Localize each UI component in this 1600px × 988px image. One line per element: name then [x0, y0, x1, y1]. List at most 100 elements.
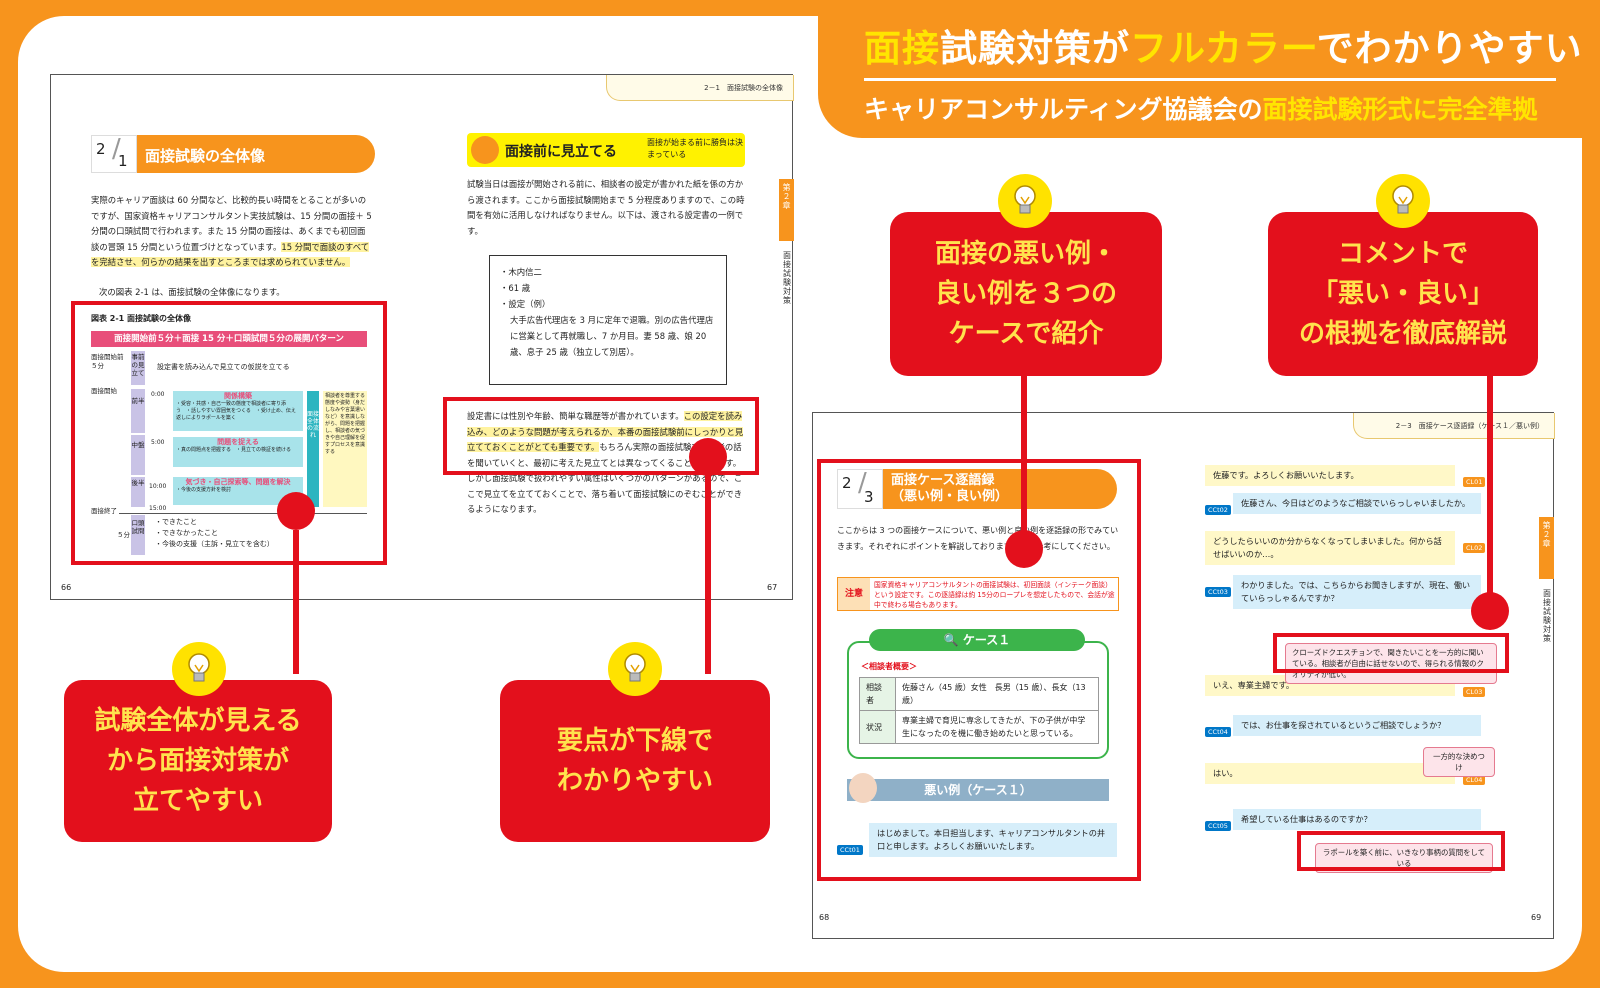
comment1-highlight-frame — [1273, 633, 1509, 673]
chat-message-text: 佐藤です。よろしくお願いいたします。 — [1213, 470, 1359, 480]
callout-tr-line2: 「悪い・良い」 — [1311, 279, 1494, 309]
fig-side-note: 相談者を尊重する態度や姿勢（身だしなみや言葉遣いなど）を意識しながら、問題を把握… — [323, 391, 367, 507]
left-para1: 実際のキャリア面談は 60 分間など、比較的長い時間をとることが多いのですが、国… — [91, 193, 373, 271]
tip-bulb-icon — [471, 136, 499, 164]
left-running-head: 2－1 面接試験の全体像 — [606, 75, 794, 101]
callout-bottom-left: 試験全体が見える から面接対策が 立てやすい — [64, 680, 332, 842]
bad-example-title: 悪い例（ケース１） — [847, 779, 1109, 801]
banner-subtitle-part1: キャリアコンサルティング協議会の — [864, 95, 1263, 124]
figure-banner: 面接開始前５分＋面接 15 分＋口頭試問５分の展開パターン — [91, 331, 367, 347]
figure-caption: 図表 2-1 面接試験の全体像 — [91, 314, 192, 323]
memo-3: ・設定（例） — [500, 299, 551, 309]
fig-end-line — [119, 513, 367, 514]
right-section-title-2: （悪い例・良い例） — [891, 489, 1009, 504]
lightbulb-icon — [608, 642, 662, 696]
note-box: 注意 国家資格キャリアコンサルタントの面接試験は、初回面談（インテーク面談）とい… — [837, 577, 1119, 611]
profile-heading: ＜相談者概要＞ — [861, 662, 917, 671]
chat-speaker-tag: CCt05 — [1205, 821, 1231, 831]
right-section-title-1: 面接ケース逐語録 — [891, 473, 995, 488]
profile-row: 状況専業主婦で育児に専念してきたが、下の子供が中学生になったのを機に働き始めたい… — [859, 710, 1099, 744]
comment-closed-question: クローズドクエスチョンで、聞きたいことを一方的に聞いている。相談者が自由に話せな… — [1285, 643, 1497, 684]
fig-box1-text: ・受容・共感・自己一致の態度で相談者に寄り添う ・話しやすい雰囲気をつくる ・受… — [176, 401, 296, 421]
fig-oral-2: ・できなかったこと — [155, 529, 218, 537]
left-section-head: 面接試験の全体像 — [91, 135, 375, 173]
figure-highlight-frame — [71, 301, 387, 565]
character-icon — [849, 773, 877, 803]
chat-speaker-tag: CCt02 — [1205, 505, 1231, 515]
fig-phase2: 中盤 — [131, 435, 145, 475]
left-para1-a: 実際のキャリア面談は 60 分間など、比較的長い時間をとることが多いのですが、国… — [91, 195, 372, 252]
case-highlight-frame — [817, 459, 1141, 881]
callout-top-mid: 面接の悪い例・ 良い例を３つの ケースで紹介 — [890, 212, 1162, 376]
lightbulb-icon — [998, 174, 1052, 228]
left-section-num-bottom: 1 — [118, 152, 128, 170]
callout-tm-line1: 面接の悪い例・ — [934, 239, 1117, 269]
left-para2: 次の図表 2-1 は、面接試験の全体像になります。 — [99, 287, 285, 297]
right-intro: ここからは 3 つの面接ケースについて、悪い例と良い例を逐語録の形でみていきます… — [837, 526, 1119, 551]
right-section-number: 2 / 3 — [837, 468, 883, 509]
callout-tm-line3: ケースで紹介 — [948, 319, 1104, 349]
fig-t3: 10:00 — [149, 483, 167, 490]
callout-tr-line1: コメントで — [1337, 239, 1468, 269]
chat-message-text: 佐藤さん、今日はどのようなご相談でいらっしゃいましたか。 — [1241, 498, 1471, 508]
chat-message: どうしたらいいのか分からなくなってしまいました。何から話せばいいのか…。 — [1205, 531, 1455, 565]
fig-box3-title: 気づき・自己探索等、問題を解決 — [185, 478, 291, 486]
fig-box1-title: 関係構築 — [224, 392, 252, 400]
callout-bm-line1: 要点が下線で — [556, 726, 713, 756]
chat-message: 希望している仕事はあるのですか？ — [1233, 809, 1481, 830]
right-section-num-top: 2 — [842, 474, 852, 492]
figure-2-1: 図表 2-1 面接試験の全体像 面接開始前５分＋面接 15 分＋口頭試問５分の展… — [79, 307, 379, 559]
right-chapter-tab: 第２章 — [1539, 517, 1554, 579]
fig-box2: 問題を捉える ・真の問題点を把握する ・見立ての検証を続ける — [173, 437, 303, 467]
cc01-text: はじめまして。本日担当します、キャリアコンサルタントの井口と申します。よろしくお… — [869, 823, 1117, 857]
note-text: 国家資格キャリアコンサルタントの面接試験は、初回面談（インテーク面談）という設定… — [874, 581, 1115, 609]
banner-title-part3: フルカラー — [1130, 27, 1317, 70]
left-section-number: 2 / 1 — [91, 134, 137, 173]
case-title-text: ケース１ — [962, 633, 1011, 647]
tip-title: 面接前に見立てる — [505, 144, 617, 160]
callout-bm-line2: わかりやすい — [556, 766, 713, 796]
left-chapter-tab: 第２章 — [779, 179, 794, 241]
callout-bl-line2: から面接対策が — [106, 746, 289, 776]
chat-speaker-tag: CL04 — [1463, 775, 1486, 785]
banner-subtitle: キャリアコンサルティング協議会の面接試験形式に完全準拠 — [864, 90, 1564, 126]
chat-message: では、お仕事を探されているというご相談でしょうか？ — [1233, 715, 1481, 736]
banner-title-part4: でわかりやすい — [1316, 27, 1583, 70]
note-label: 注意 — [838, 578, 870, 610]
para-highlight-frame — [443, 397, 759, 475]
cc01-tag: CCt01 — [837, 845, 863, 855]
callout-bottom-mid: 要点が下線で わかりやすい — [500, 680, 770, 842]
chat-speaker-tag: CCt04 — [1205, 727, 1231, 737]
chat-speaker-tag: CCt03 — [1205, 587, 1231, 597]
fig-oral-list: ・できたこと ・できなかったこと ・今後の支援（主訴・見立てを含む） — [155, 517, 274, 550]
right-spread: 2－3 面接ケース逐語録（ケース１／悪い例） 第２章 面接試験対策 68 69 … — [812, 412, 1555, 939]
fig-box3-text: ・今後の支援方針を検討 — [176, 487, 232, 493]
chat-speaker-tag: CL01 — [1463, 477, 1486, 487]
fig-pre-label: 面接開始前５分 — [91, 353, 124, 370]
right-page-num-left: 68 — [819, 913, 830, 922]
fig-oral-time: ５分 — [117, 531, 130, 539]
fig-box2-text: ・真の問題点を把握する ・見立ての検証を続ける — [176, 447, 292, 453]
case-title: 🔍 ケース１ — [869, 629, 1085, 651]
banner-title-part2: 試験対策が — [940, 27, 1130, 70]
right-section-num-bottom: 3 — [864, 488, 874, 506]
chat-speaker-tag: CL03 — [1463, 687, 1486, 697]
memo-4: 大手広告代理店を 3 月に定年で退職。別の広告代理店に営業として再就職し、7 か… — [510, 315, 714, 357]
right-running-head: 2－3 面接ケース逐語録（ケース１／悪い例） — [1353, 413, 1555, 439]
callout-tr-line3: の根拠を徹底解説 — [1298, 319, 1507, 349]
banner-title-part1: 面接 — [864, 27, 940, 70]
left-para3-c: もちろん実際の面接試験で相談者の話を聞いていくと、最初に考えた見立てとは異なって… — [467, 442, 743, 514]
fig-arrow: 面接全体の流れ — [307, 391, 319, 507]
magnifier-icon: 🔍 — [943, 633, 959, 647]
marker-dot-paragraph — [689, 438, 727, 476]
fig-t4: 15:00 — [149, 505, 167, 512]
right-section-head: 面接ケース逐語録 （悪い例・良い例） — [837, 469, 1117, 509]
stem-top-right — [1487, 372, 1493, 608]
marker-dot-case — [1005, 530, 1043, 568]
callout-bl-line3: 立てやすい — [132, 786, 263, 816]
left-spread: 2－1 面接試験の全体像 第２章 面接試験対策 66 67 面接試験の全体像 2… — [50, 74, 794, 600]
settings-memo: ・木内信二 ・61 歳 ・設定（例） 大手広告代理店を 3 月に定年で退職。別の… — [489, 255, 727, 385]
callout-tm-line2: 良い例を３つの — [934, 279, 1117, 309]
fig-phase1: 前半 — [131, 389, 145, 433]
